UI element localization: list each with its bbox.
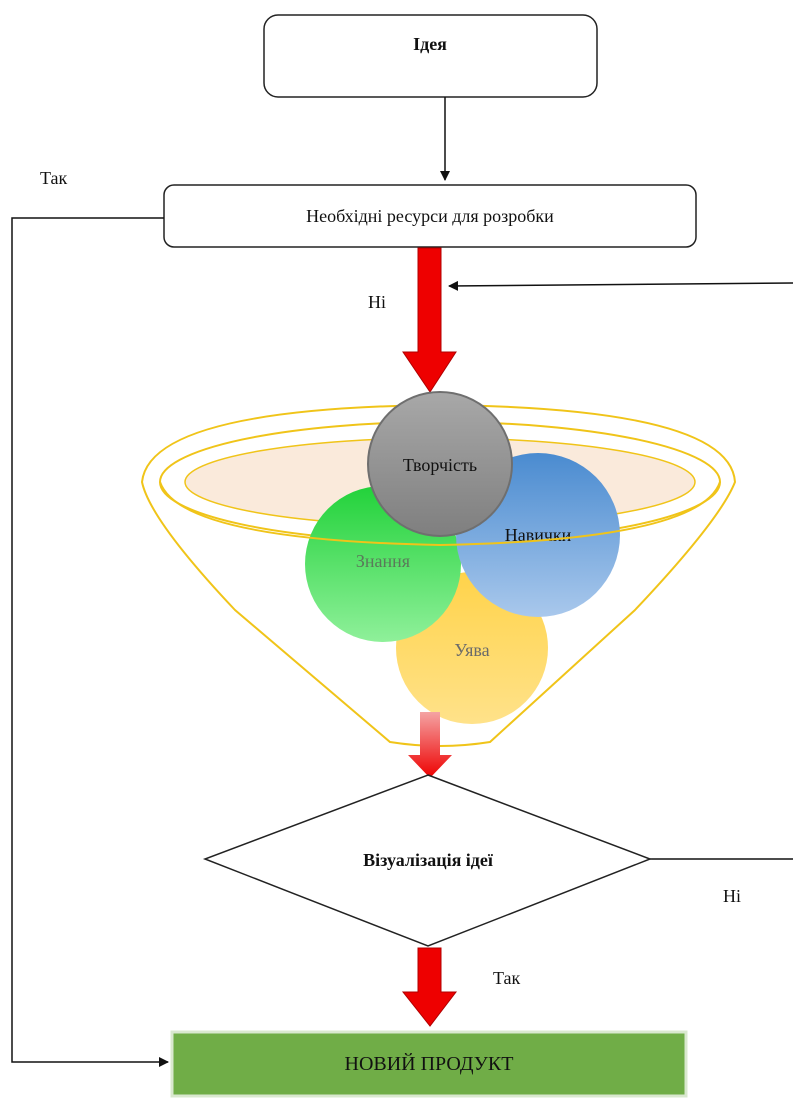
circle-creativity: Творчість	[367, 391, 513, 537]
red-arrow-to-product	[401, 947, 458, 1027]
idea-label: Ідея	[413, 34, 447, 54]
idea-node: Ідея	[263, 14, 598, 98]
resources-label: Необхідні ресурси для розробки	[306, 206, 554, 226]
red-arrow-to-funnel	[402, 247, 457, 393]
label-no-right: Ні	[723, 886, 741, 906]
arrow-no-return	[448, 280, 793, 291]
resources-node: Необхідні ресурси для розробки	[163, 184, 697, 248]
connector-yes-left	[11, 217, 169, 1067]
label-yes-bottom: Так	[493, 968, 521, 988]
label-yes-top: Так	[40, 168, 68, 188]
new-product-node: НОВИЙ ПРОДУКТ	[170, 1030, 688, 1098]
new-product-label: НОВИЙ ПРОДУКТ	[345, 1052, 514, 1075]
visualization-decision: Візуалізація ідеї	[202, 774, 653, 947]
imagination-label: Уява	[454, 640, 489, 660]
label-no-top: Ні	[368, 292, 386, 312]
visualization-label: Візуалізація ідеї	[363, 850, 494, 870]
funnel-outer	[140, 403, 737, 747]
creativity-label: Творчість	[403, 455, 477, 475]
funnel-front-rim	[159, 481, 721, 547]
knowledge-label: Знання	[356, 551, 410, 571]
red-arrow-from-funnel	[408, 712, 452, 778]
